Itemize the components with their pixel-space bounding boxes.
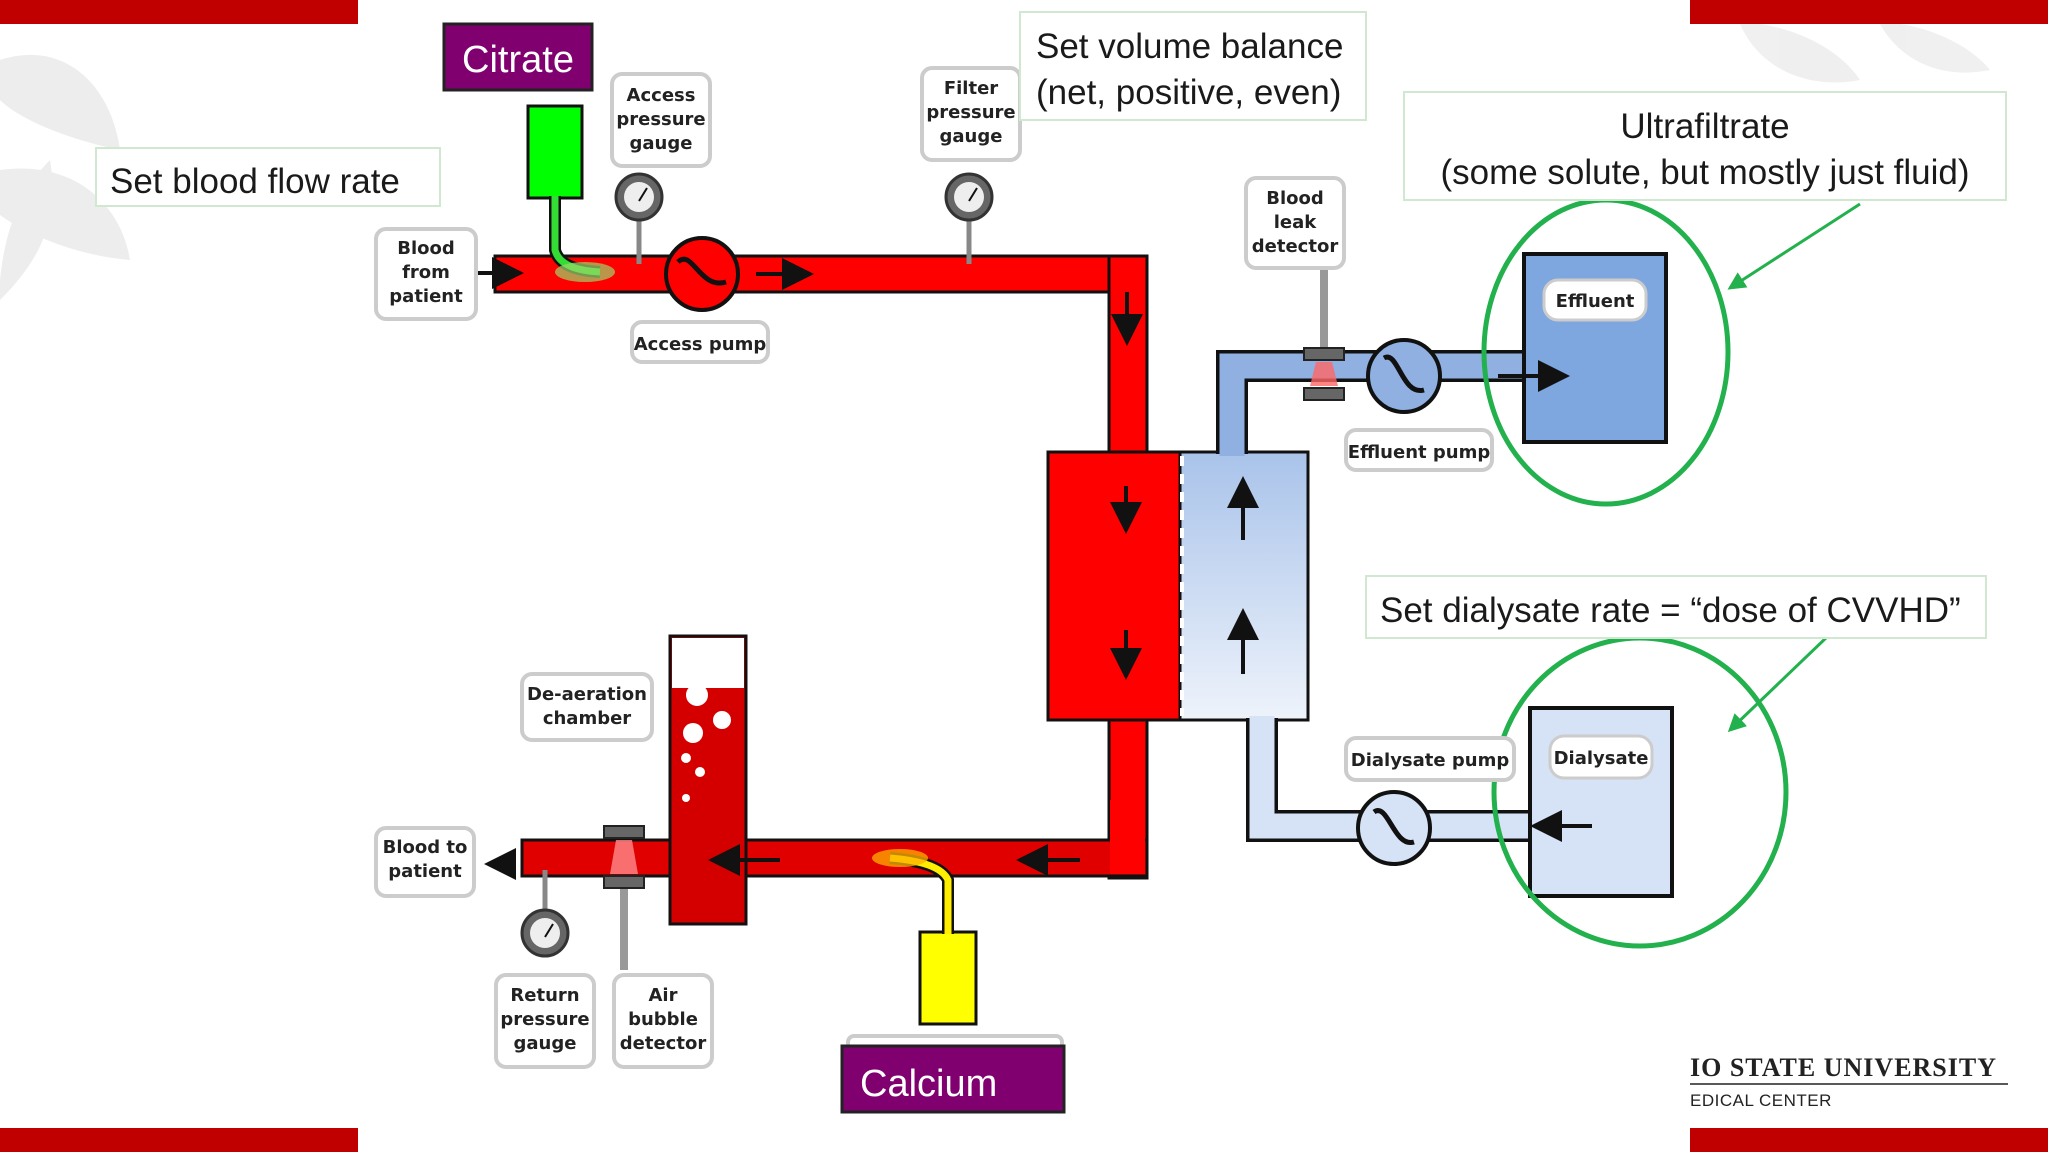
tag-citrate: Citrate: [442, 22, 594, 92]
annotation-blood-flow-rate: Set blood flow rate: [95, 147, 441, 207]
svg-text:Set blood flow rate: Set blood flow rate: [110, 162, 400, 201]
flow-arrows: [478, 257, 1592, 880]
label-effluent-pump: Effluent pump: [1344, 428, 1494, 472]
blood-leak-detector-icon: [1303, 268, 1345, 401]
dialysate-pump: [1356, 790, 1432, 866]
blood-circuit: [493, 254, 1184, 926]
deaeration-chamber-air: [672, 638, 744, 688]
bubble: [695, 767, 705, 777]
air-bubble-detector-icon: [603, 825, 645, 970]
svg-text:EDICAL CENTER: EDICAL CENTER: [1690, 1091, 1832, 1110]
citrate-bag: [526, 104, 584, 200]
svg-text:Dialysate pump: Dialysate pump: [1351, 750, 1510, 771]
bubble: [683, 723, 703, 743]
corner-bar-bottom-right: [1690, 1128, 2048, 1152]
annotation-volume-balance: Set volume balance(net, positive, even): [1019, 11, 1367, 121]
bubble: [713, 711, 731, 729]
university-logo: IO STATE UNIVERSITY EDICAL CENTER: [1690, 1053, 2008, 1110]
access-pressure-gauge-icon: [614, 172, 664, 264]
label-access-pump: Access pump: [630, 320, 770, 364]
svg-text:Effluent pump: Effluent pump: [1348, 442, 1491, 463]
svg-text:Citrate: Citrate: [462, 39, 574, 81]
highlight-arrow-effluent: [1727, 202, 1861, 290]
annotation-dialysate-rate: Set dialysate rate = “dose of CVVHD”: [1365, 575, 1987, 639]
leaf-decoration-left: [0, 54, 130, 300]
svg-text:Set volume balance(net, positi: Set volume balance(net, positive, even): [1036, 27, 1343, 112]
svg-text:Calcium: Calcium: [860, 1063, 997, 1105]
blood-tube-right-top: [1107, 254, 1149, 458]
svg-text:Ultrafiltrate(some solute, but: Ultrafiltrate(some solute, but mostly ju…: [1440, 107, 1969, 192]
blood-tube-bottom-fill: [1110, 800, 1145, 874]
filter-pressure-gauge-icon: [944, 172, 994, 264]
bubble: [686, 684, 708, 706]
svg-text:Dialysate: Dialysate: [1554, 748, 1649, 769]
corner-bar-top-left: [0, 0, 358, 24]
corner-bar-top-right: [1690, 0, 2048, 24]
svg-text:IO STATE UNIVERSITY: IO STATE UNIVERSITY: [1690, 1053, 1997, 1082]
annotation-ultrafiltrate: Ultrafiltrate(some solute, but mostly ju…: [1403, 91, 2007, 201]
return-pressure-gauge-icon: [520, 870, 570, 958]
calcium-mixing: [872, 849, 928, 867]
effluent-pump: [1366, 338, 1442, 414]
label-dialysate: Dialysate: [1548, 734, 1654, 780]
corner-bar-bottom-left: [0, 1128, 358, 1152]
calcium-bag: [918, 930, 978, 1026]
svg-text:Effluent: Effluent: [1556, 291, 1635, 312]
bubble: [681, 753, 691, 763]
dialysate-tube-fill: [1249, 716, 1534, 839]
dialyzer-blood-side: [1046, 450, 1184, 722]
svg-text:Access pump: Access pump: [634, 334, 767, 355]
highlight-arrow-dialysate: [1727, 634, 1830, 733]
tag-calcium: Calcium: [840, 1034, 1066, 1114]
bubble: [682, 794, 690, 802]
label-dialysate-pump: Dialysate pump: [1344, 736, 1516, 782]
citrate-mixing: [555, 262, 615, 282]
label-effluent: Effluent: [1542, 278, 1648, 322]
access-pump: [664, 236, 740, 312]
svg-text:Set dialysate rate = “dose of: Set dialysate rate = “dose of CVVHD”: [1380, 591, 1961, 630]
leaf-decoration-right: [1740, 24, 1990, 83]
